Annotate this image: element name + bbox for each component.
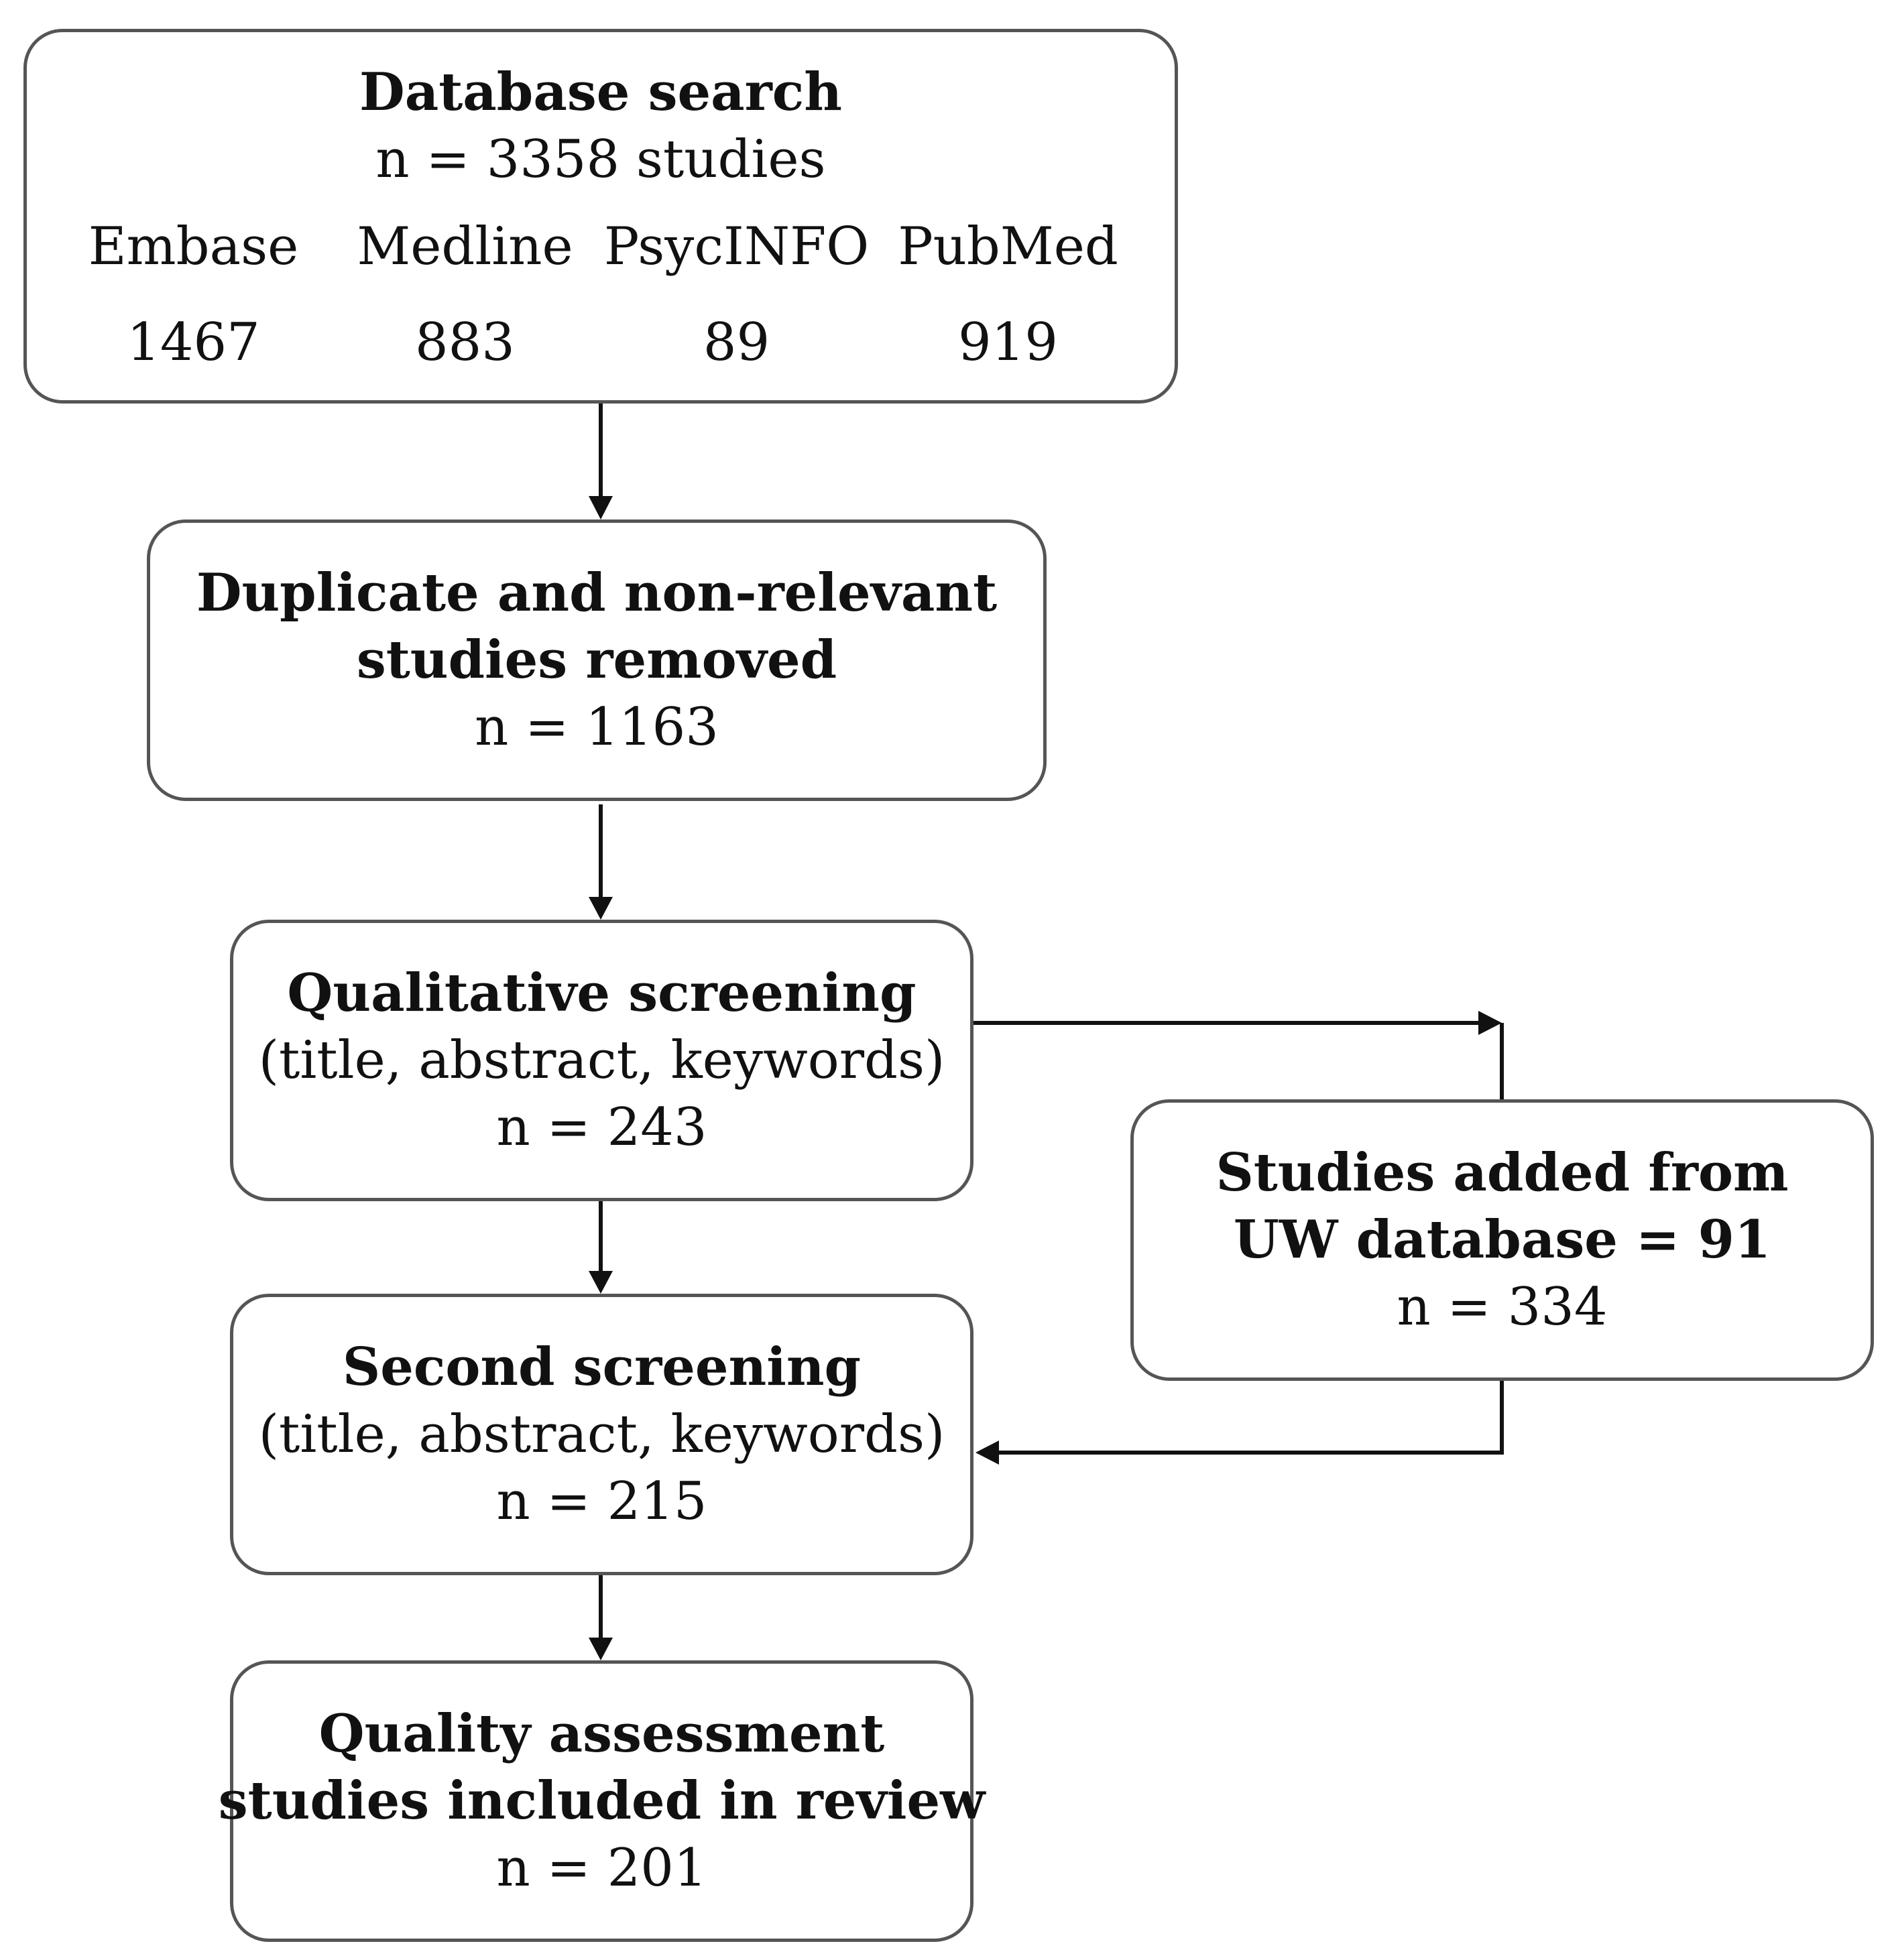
duplicates-title-line2: studies removed <box>356 629 837 690</box>
arrowhead-search-duplicates <box>589 496 613 519</box>
database-count-pubmed: 919 <box>958 312 1058 373</box>
qualitative-screening-box: Qualitative screening (title, abstract, … <box>230 920 973 1201</box>
uw-title-line1: Studies added from <box>1216 1142 1789 1203</box>
database-name-psycinfo: PsycINFO <box>603 217 870 277</box>
arrowhead-duplicates-qualitative <box>589 897 613 920</box>
database-name-embase: Embase <box>88 217 299 277</box>
duplicates-count: n = 1163 <box>475 697 719 757</box>
duplicates-title-line1: Duplicate and non-relevant <box>196 562 998 623</box>
database-count-embase: 1467 <box>127 312 260 373</box>
arrowhead-second-quality <box>589 1638 613 1660</box>
quality-assessment-box: Quality assessment studies included in r… <box>219 1660 985 1942</box>
qualitative-title: Qualitative screening <box>287 963 917 1024</box>
arrowhead-uw-second <box>976 1441 999 1465</box>
second-count: n = 215 <box>496 1471 707 1532</box>
database-count-psycinfo: 89 <box>703 312 770 373</box>
quality-title-line2: studies included in review <box>218 1770 986 1831</box>
uw-count: n = 334 <box>1397 1277 1608 1337</box>
uw-database-box: Studies added from UW database = 91 n = … <box>1130 1099 1874 1381</box>
database-search-box: Database search n = 3358 studies Embase … <box>23 29 1178 404</box>
second-title: Second screening <box>342 1337 862 1398</box>
database-name-pubmed: PubMed <box>898 217 1118 277</box>
duplicates-removed-box: Duplicate and non-relevant studies remov… <box>147 519 1047 801</box>
database-count-medline: 883 <box>415 312 515 373</box>
database-search-total: n = 3358 studies <box>375 129 826 190</box>
arrowhead-qualitative-uw <box>1478 1011 1502 1035</box>
qualitative-subtitle: (title, abstract, keywords) <box>258 1030 945 1091</box>
database-names-row: Embase Medline PsycINFO PubMed <box>58 213 1144 280</box>
database-counts-row: 1467 883 89 919 <box>58 309 1144 376</box>
quality-title-line1: Quality assessment <box>318 1703 885 1764</box>
arrow-uw-to-second <box>999 1381 1504 1455</box>
uw-title-line2: UW database = 91 <box>1233 1209 1771 1270</box>
second-subtitle: (title, abstract, keywords) <box>258 1404 945 1465</box>
database-search-title: Database search <box>359 62 842 123</box>
second-screening-box: Second screening (title, abstract, keywo… <box>230 1294 973 1575</box>
arrowhead-qualitative-second <box>589 1271 613 1294</box>
qualitative-count: n = 243 <box>496 1097 707 1158</box>
quality-count: n = 201 <box>496 1838 707 1898</box>
database-name-medline: Medline <box>357 217 573 277</box>
